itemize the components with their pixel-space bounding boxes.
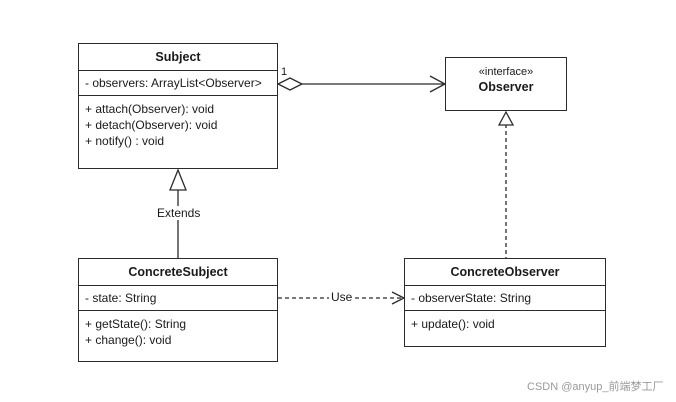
concrete-subject-operation: + getState(): String xyxy=(85,317,187,331)
concrete-subject-class-name: ConcreteSubject xyxy=(79,259,277,286)
subject-attribute: - observers: ArrayList<Observer> xyxy=(79,71,277,96)
concrete-subject-class: ConcreteSubject - state: String + getSta… xyxy=(78,258,278,362)
realization-triangle xyxy=(497,110,515,126)
observer-interface: «interface» Observer xyxy=(445,57,567,111)
concrete-subject-operation: + change(): void xyxy=(85,333,172,347)
use-label: Use xyxy=(329,290,355,304)
concrete-observer-attribute: - observerState: String xyxy=(405,286,605,311)
subject-class: Subject - observers: ArrayList<Observer>… xyxy=(78,43,278,169)
observer-stereotype: «interface» xyxy=(478,66,534,78)
association-multiplicity: 1 xyxy=(281,66,288,78)
concrete-observer-class-name: ConcreteObserver xyxy=(405,259,605,286)
watermark: CSDN @anyup_前端梦工厂 xyxy=(527,381,664,393)
aggregation-diamond xyxy=(276,77,304,91)
observer-interface-name: Observer xyxy=(478,80,534,94)
concrete-observer-operation: + update(): void xyxy=(411,317,495,331)
subject-operations: + attach(Observer): void + detach(Observ… xyxy=(79,96,277,154)
concrete-subject-operations: + getState(): String + change(): void xyxy=(79,311,277,353)
concrete-subject-attribute: - state: String xyxy=(79,286,277,311)
subject-operation: + attach(Observer): void xyxy=(85,102,215,116)
extends-label: Extends xyxy=(155,206,203,220)
subject-operation: + notify() : void xyxy=(85,134,165,148)
subject-class-name: Subject xyxy=(79,44,277,71)
concrete-observer-class: ConcreteObserver - observerState: String… xyxy=(404,258,606,347)
concrete-observer-operations: + update(): void xyxy=(405,311,605,337)
subject-operation: + detach(Observer): void xyxy=(85,118,218,132)
generalization-triangle xyxy=(169,168,187,191)
